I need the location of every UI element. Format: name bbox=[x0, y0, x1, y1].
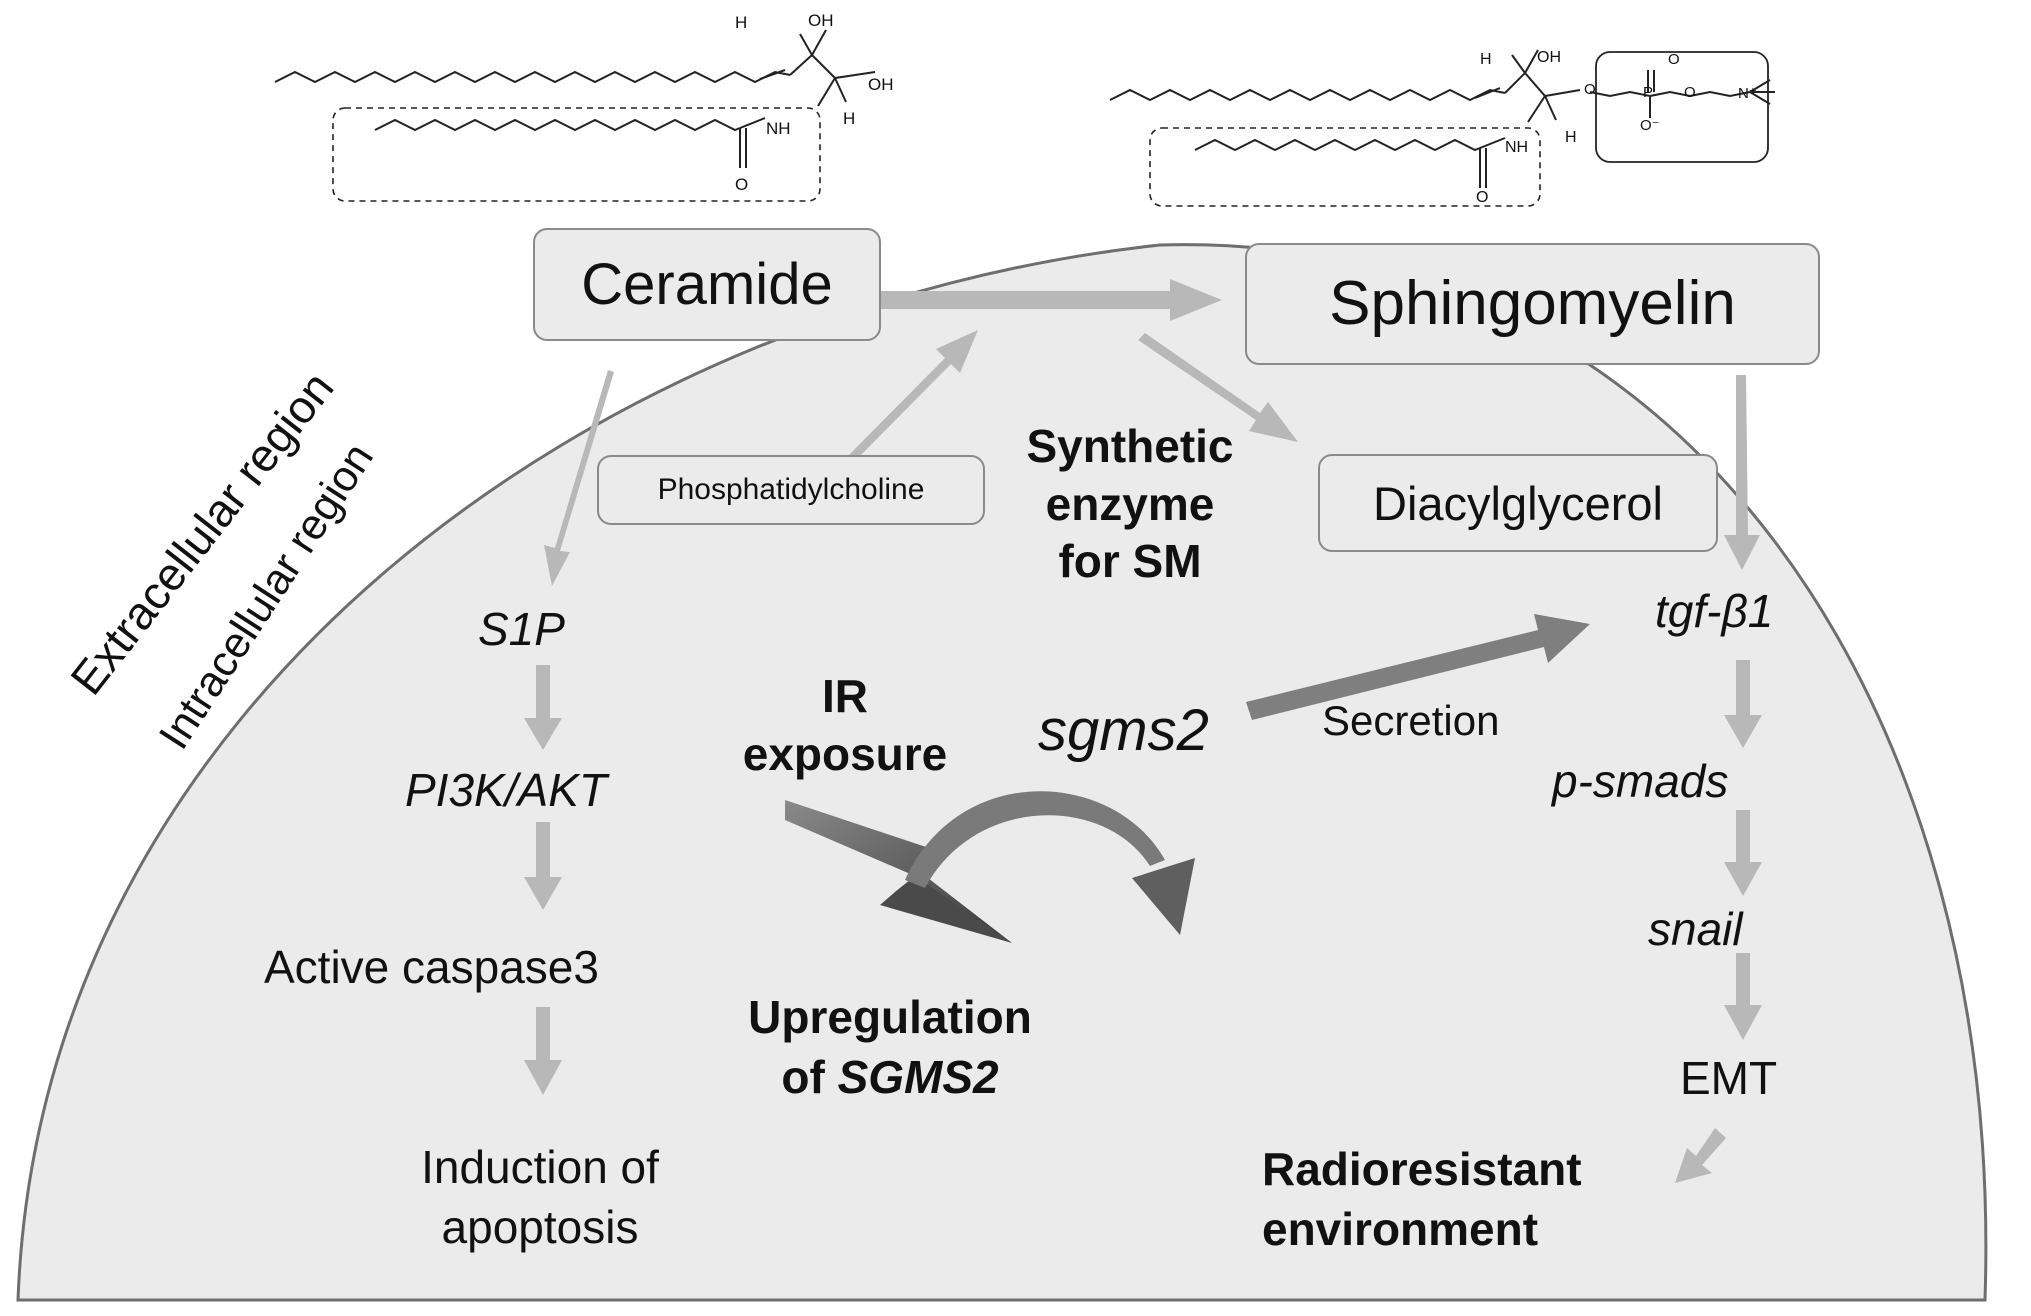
arrow-sgms2-to-tgf bbox=[1246, 614, 1590, 720]
arrow-to-diacylglycerol bbox=[1138, 333, 1298, 442]
atom-oh: OH bbox=[868, 75, 894, 94]
atom-nh: NH bbox=[1505, 139, 1529, 156]
ceramide-acyl-chain-box bbox=[332, 107, 821, 202]
arrow-ceramide-to-sphingomyelin bbox=[880, 279, 1222, 321]
ir-exposure-label: IR exposure bbox=[680, 668, 1010, 783]
sphingomyelin-acyl-chain-box bbox=[1149, 127, 1541, 207]
radioresistant-environment-label: Radioresistant environment bbox=[1262, 1140, 1582, 1260]
atom-o: O bbox=[735, 175, 749, 194]
atom-o-minus: O⁻ bbox=[1640, 117, 1660, 134]
pathway-arrows bbox=[524, 279, 1762, 1183]
arrow-emt-to-radioresistant bbox=[1675, 1128, 1726, 1183]
enzyme-line-3: for SM bbox=[1058, 535, 1202, 587]
atom-o: O bbox=[1668, 51, 1680, 68]
apoptosis-line-2: apoptosis bbox=[441, 1200, 639, 1253]
ir-lightning-shadow bbox=[880, 876, 1012, 943]
atom-h: H bbox=[735, 13, 748, 32]
radioresistant-line-2: environment bbox=[1262, 1202, 1539, 1255]
phosphocholine-headgroup-box bbox=[1595, 51, 1769, 163]
atom-n-plus: N⁺ bbox=[1738, 85, 1757, 102]
upregulation-line-1: Upregulation bbox=[748, 991, 1032, 1043]
phosphatidylcholine-box: Phosphatidylcholine bbox=[597, 455, 985, 525]
atom-nh: NH bbox=[766, 119, 791, 138]
atom-oh: OH bbox=[1537, 49, 1561, 66]
s1p-label: S1P bbox=[478, 603, 565, 655]
arrow-caspase-to-apoptosis bbox=[524, 1007, 562, 1095]
ceramide-structure bbox=[274, 29, 876, 202]
atom-o: O bbox=[1684, 84, 1696, 101]
arrow-sphingomyelin-to-tgf bbox=[1724, 375, 1760, 570]
radioresistant-line-1: Radioresistant bbox=[1262, 1143, 1582, 1195]
diacylglycerol-box: Diacylglycerol bbox=[1318, 454, 1718, 552]
enzyme-line-2: enzyme bbox=[1045, 477, 1215, 530]
enzyme-line-1: Synthetic bbox=[1026, 420, 1234, 472]
ir-line-2: exposure bbox=[742, 727, 948, 780]
pi3k-akt-label: PI3K/AKT bbox=[405, 764, 607, 816]
induction-of-apoptosis-label: Induction of apoptosis bbox=[340, 1138, 740, 1258]
sgms2-label: sgms2 bbox=[1038, 698, 1209, 763]
atom-o: O bbox=[1476, 189, 1489, 206]
upregulation-line-2: of SGMS2 bbox=[705, 1048, 1075, 1108]
atom-h: H bbox=[1565, 129, 1577, 146]
arrow-phosphatidylcholine-up bbox=[846, 330, 978, 464]
arrow-psmads-to-snail bbox=[1724, 810, 1762, 896]
tgf-beta1-label: tgf-β1 bbox=[1655, 585, 1774, 637]
atom-h: H bbox=[1480, 51, 1492, 68]
atom-o: O bbox=[1584, 81, 1596, 98]
upregulation-of-text: of bbox=[781, 1050, 838, 1103]
upregulation-arrowhead bbox=[1132, 858, 1195, 935]
upregulation-curve-arrow bbox=[905, 791, 1165, 888]
arrow-s1p-to-pi3k bbox=[524, 665, 562, 750]
arrow-pi3k-to-caspase bbox=[524, 822, 562, 910]
atom-h: H bbox=[843, 109, 856, 128]
emt-label: EMT bbox=[1680, 1052, 1778, 1104]
upregulation-sgms2-label: Upregulation of SGMS2 bbox=[705, 988, 1075, 1108]
ir-line-1: IR bbox=[822, 670, 868, 722]
arrow-snail-to-emt bbox=[1724, 953, 1762, 1040]
synthetic-enzyme-label: Synthetic enzyme for SM bbox=[985, 418, 1275, 591]
arrow-ceramide-to-s1p bbox=[544, 370, 614, 586]
arrow-tgf-to-psmads bbox=[1724, 660, 1762, 748]
sgms2-gene-text: SGMS2 bbox=[837, 1050, 999, 1103]
active-caspase3-label: Active caspase3 bbox=[264, 941, 599, 993]
snail-label: snail bbox=[1648, 903, 1743, 955]
apoptosis-line-1: Induction of bbox=[421, 1141, 659, 1193]
ceramide-box: Ceramide bbox=[533, 228, 881, 341]
atom-oh: OH bbox=[808, 11, 834, 30]
sphingomyelin-structure bbox=[1109, 49, 1775, 207]
p-smads-label: p-smads bbox=[1552, 755, 1729, 807]
sphingomyelin-box: Sphingomyelin bbox=[1245, 243, 1820, 365]
secretion-label: Secretion bbox=[1322, 697, 1500, 744]
atom-p: P bbox=[1643, 84, 1654, 101]
